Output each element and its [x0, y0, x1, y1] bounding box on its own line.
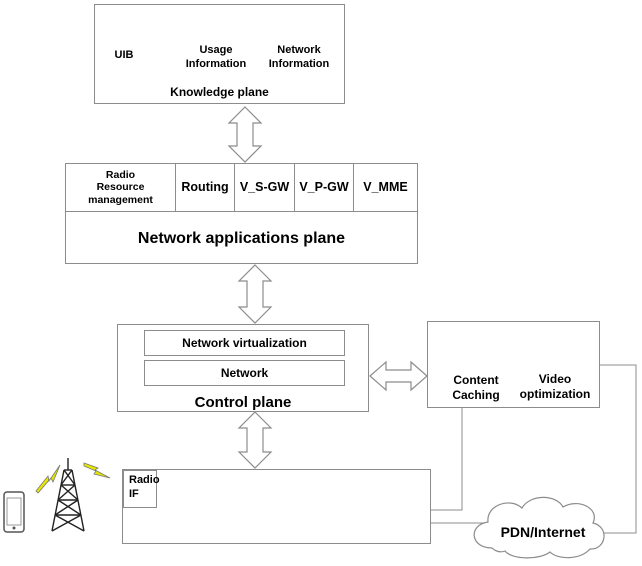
app-v-mme: V_MME	[354, 164, 417, 212]
double-arrow-apps-control	[237, 264, 273, 324]
lightning-icon-left	[35, 464, 61, 494]
connector-services-datapath	[430, 408, 463, 511]
database-label-usage: Usage Information	[185, 44, 247, 70]
app-radio-resource-management: Radio Resource management	[66, 164, 176, 212]
data-plane-box	[122, 469, 431, 544]
database-label-uib: UIB	[114, 49, 134, 61]
control-plane-title: Control plane	[194, 394, 292, 411]
radio-tower-icon	[51, 458, 85, 532]
video-optimization-label: Video optimization	[519, 372, 591, 401]
knowledge-plane-title: Knowledge plane	[170, 85, 269, 99]
phone-icon	[3, 491, 25, 533]
applications-plane-title: Network applications plane	[137, 230, 346, 247]
services-box	[427, 321, 600, 408]
knowledge-plane-box	[94, 4, 345, 104]
applications-plane-box	[65, 163, 418, 264]
cloud-label: PDN/Internet	[500, 524, 586, 540]
database-label-network: Network Information	[268, 44, 330, 70]
connector-cloud-services	[592, 364, 637, 534]
double-arrow-control-data	[237, 411, 273, 469]
radio-if-label: Radio IF	[123, 470, 160, 508]
layer-network: Network	[144, 360, 345, 386]
layer-network-virtualization: Network virtualization	[144, 330, 345, 356]
lightning-icon-right	[83, 462, 111, 479]
app-v-p-gw: V_P-GW	[295, 164, 354, 212]
content-caching-label: Content Caching	[452, 373, 500, 402]
double-arrow-control-services	[369, 360, 428, 392]
app-routing: Routing	[176, 164, 235, 212]
cloud-icon	[473, 496, 605, 559]
app-v-s-gw: V_S-GW	[235, 164, 295, 212]
double-arrow-knowledge-apps	[227, 106, 263, 163]
